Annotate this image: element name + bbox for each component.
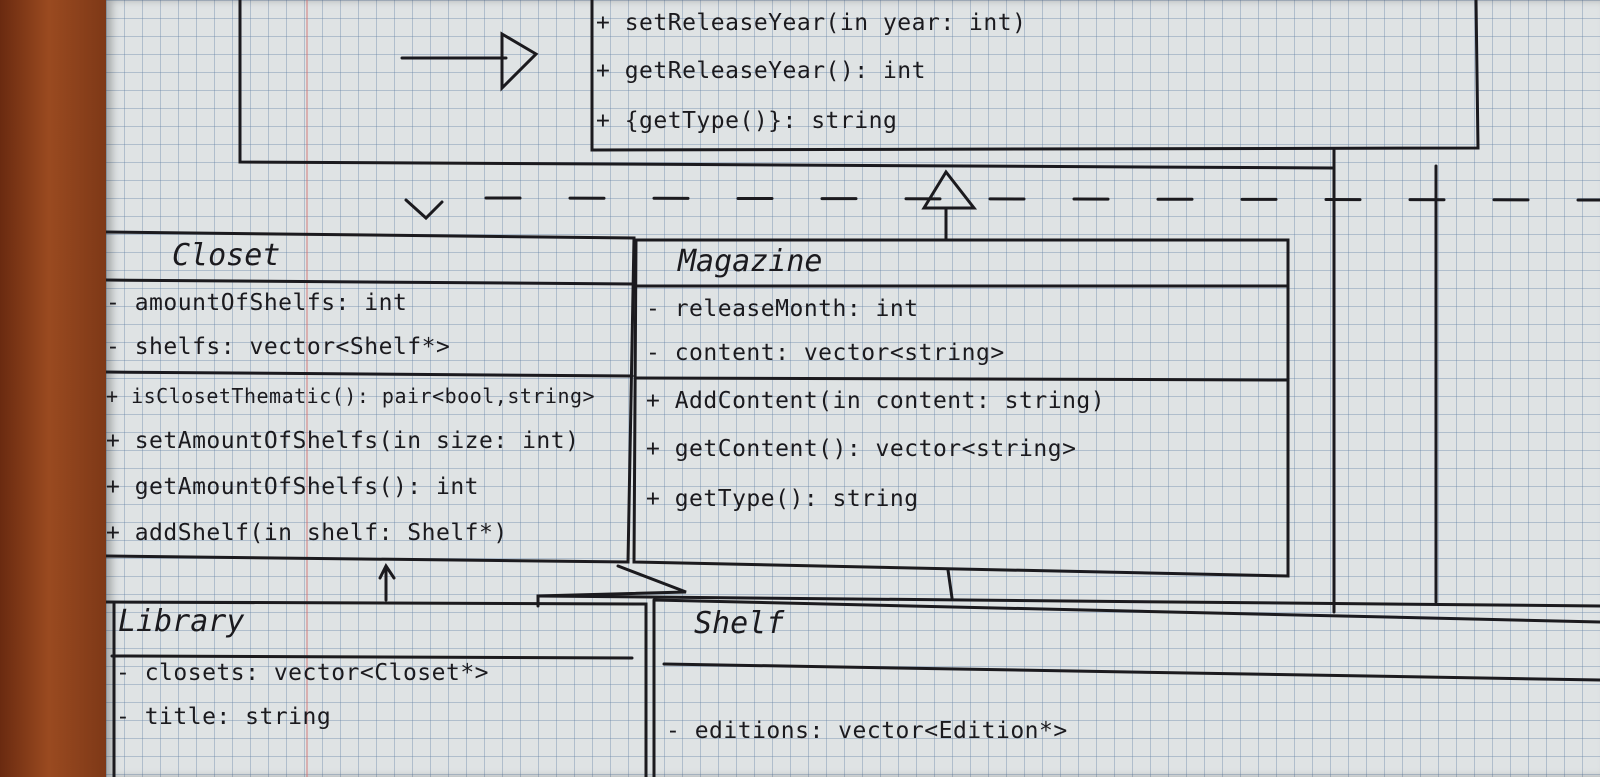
shelf-top-line (536, 594, 1600, 608)
paper-margin-line (306, 0, 308, 777)
wooden-desk-background (0, 0, 108, 777)
magazine-shelf-connector (536, 564, 687, 608)
closet-divider-2 (106, 370, 634, 378)
uml-connector-lines (106, 0, 1600, 777)
top-class-box (590, 0, 1480, 152)
shelf-box (652, 598, 1600, 777)
closet-class-name: Closet (172, 238, 281, 273)
top-class-method: + getReleaseYear(): int (596, 58, 926, 84)
shelf-divider (662, 662, 1600, 682)
closet-method: + isClosetThematic(): pair<bool,string> (106, 384, 596, 408)
dependency-arrow-down (404, 198, 444, 221)
magazine-bottom-line (946, 568, 954, 600)
shelf-attribute: - editions: vector<Edition*> (666, 718, 1068, 744)
closet-divider-1 (106, 278, 636, 286)
shelf-class-name: Shelf (694, 606, 785, 641)
aggregation-line (378, 563, 396, 602)
magazine-divider-2 (634, 376, 1290, 382)
library-attribute: - closets: vector<Closet*> (116, 660, 490, 686)
package-frame-outline (238, 0, 1334, 170)
magazine-method: + getContent(): vector<string> (646, 436, 1077, 462)
inheritance-arrow-left (400, 31, 539, 92)
library-box (106, 600, 648, 777)
closet-box (106, 230, 636, 564)
magazine-attribute: - content: vector<string> (646, 340, 1005, 366)
library-class-name: Library (118, 604, 245, 639)
closet-method: + setAmountOfShelfs(in size: int) (106, 428, 580, 454)
magazine-method: + getType(): string (646, 486, 919, 512)
graph-paper-sheet: + setReleaseYear(in year: int) + getRele… (106, 0, 1600, 777)
top-class-method: + setReleaseYear(in year: int) (596, 10, 1027, 36)
dashed-dependency-line (484, 196, 1600, 202)
generalization-triangle (921, 169, 978, 242)
closet-attribute: - amountOfShelfs: int (106, 290, 408, 316)
magazine-class-name: Magazine (678, 244, 823, 279)
closet-method: + addShelf(in shelf: Shelf*) (106, 520, 508, 546)
top-class-method: + {getType()}: string (596, 108, 898, 134)
magazine-method: + AddContent(in content: string) (646, 388, 1106, 414)
closet-method: + getAmountOfShelfs(): int (106, 474, 480, 500)
closet-attribute: - shelfs: vector<Shelf*> (106, 334, 451, 360)
library-attribute: - title: string (116, 704, 332, 730)
magazine-box (632, 238, 1290, 578)
magazine-attribute: - releaseMonth: int (646, 296, 919, 322)
library-divider (110, 654, 634, 660)
